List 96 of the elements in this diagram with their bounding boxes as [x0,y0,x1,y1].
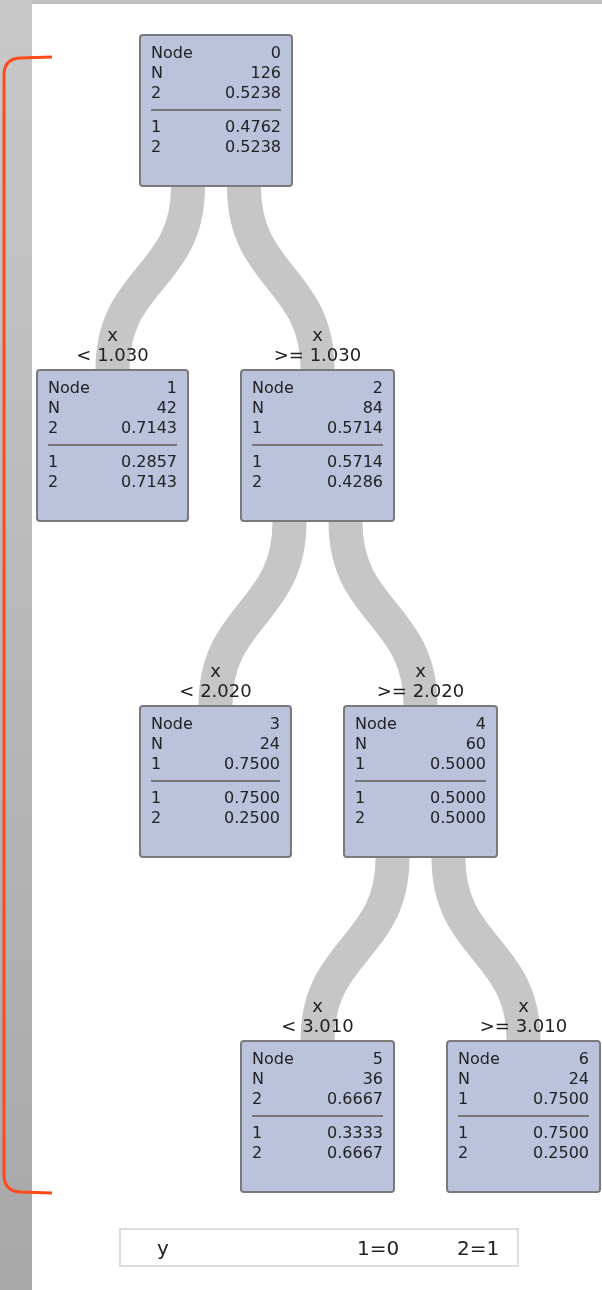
row-label: 2 [355,808,366,828]
row-label: 1 [252,418,263,438]
row-value: 5 [372,1049,383,1069]
row-value: 0.6667 [327,1143,383,1163]
row-label: Node [252,1049,294,1069]
key-text: 1=0 [357,1234,401,1262]
row-value: 0.5714 [327,418,383,438]
row-label: 2 [151,808,162,828]
split-variable: x [210,661,221,681]
row-value: 42 [156,398,177,418]
tree-node-box [139,705,292,858]
row-value: 0.2500 [224,808,280,828]
row-value: 0.7143 [121,472,177,492]
branch-band [198,520,307,707]
row-value: 0.5000 [430,788,486,808]
tree-node-box [139,34,293,187]
row-value: 0.4762 [225,117,281,137]
row-label: N [355,734,367,754]
row-value: 0.5238 [225,83,281,103]
row-value: 0.5000 [430,754,486,774]
row-label: 2 [252,472,263,492]
row-label: 1 [252,1123,263,1143]
row-label: Node [151,43,193,63]
row-label: 2 [151,83,162,103]
row-label: N [252,398,264,418]
split-condition: >= 2.020 [376,681,465,701]
row-label: 1 [48,452,59,472]
row-value: 24 [259,734,280,754]
split-variable: x [415,661,426,681]
row-label: 1 [151,117,162,137]
row-value: 84 [362,398,383,418]
key-text: 2=1 [457,1234,500,1262]
row-label: 2 [252,1089,263,1109]
row-value: 4 [475,714,486,734]
row-value: 3 [269,714,280,734]
split-variable: x [312,325,323,345]
row-label: 2 [48,472,59,492]
tree-node-box [240,369,395,522]
split-condition: < 2.020 [179,681,252,701]
branch-band [300,856,410,1042]
row-value: 0.7500 [533,1089,589,1109]
row-label: 2 [458,1143,469,1163]
row-value: 0.2500 [533,1143,589,1163]
row-value: 0.5714 [327,452,383,472]
row-label: N [458,1069,470,1089]
split-condition: < 1.030 [76,345,149,365]
row-label: Node [252,378,294,398]
row-value: 60 [465,734,486,754]
branch-band [227,185,335,371]
row-value: 2 [372,378,383,398]
row-label: Node [151,714,193,734]
row-label: 1 [458,1123,469,1143]
split-variable: x [107,325,118,345]
row-value: 0.2857 [121,452,177,472]
row-value: 0 [270,43,281,63]
row-label: N [151,63,163,83]
tree-node-box [446,1040,601,1193]
row-value: 0.7143 [121,418,177,438]
row-value: 36 [362,1069,383,1089]
row-label: 1 [355,788,366,808]
row-value: 0.5238 [225,137,281,157]
row-label: 1 [458,1089,469,1109]
split-condition: < 3.010 [281,1016,354,1036]
row-label: Node [458,1049,500,1069]
row-value: 24 [568,1069,589,1089]
row-value: 1 [166,378,177,398]
row-label: N [252,1069,264,1089]
row-value: 0.7500 [224,788,280,808]
split-condition: >= 3.010 [479,1016,568,1036]
row-value: 0.7500 [224,754,280,774]
tree-node-box [343,705,498,858]
split-variable: x [518,996,529,1016]
row-label: Node [355,714,397,734]
row-label: 2 [48,418,59,438]
row-label: 2 [252,1143,263,1163]
row-value: 0.4286 [327,472,383,492]
row-label: Node [48,378,90,398]
row-label: 2 [151,137,162,157]
tree-node-box [240,1040,395,1193]
row-value: 0.5000 [430,808,486,828]
tree-node-box [36,369,189,522]
row-value: 0.7500 [533,1123,589,1143]
row-value: 0.6667 [327,1089,383,1109]
split-variable: x [312,996,323,1016]
row-label: 1 [151,788,162,808]
row-value: 126 [250,63,281,83]
row-label: 1 [252,452,263,472]
row-label: 1 [355,754,366,774]
row-label: N [48,398,60,418]
key-text: y [157,1234,170,1262]
row-label: N [151,734,163,754]
branch-band [95,185,205,371]
row-value: 6 [578,1049,589,1069]
split-condition: >= 1.030 [273,345,362,365]
row-label: 1 [151,754,162,774]
row-value: 0.3333 [327,1123,383,1143]
